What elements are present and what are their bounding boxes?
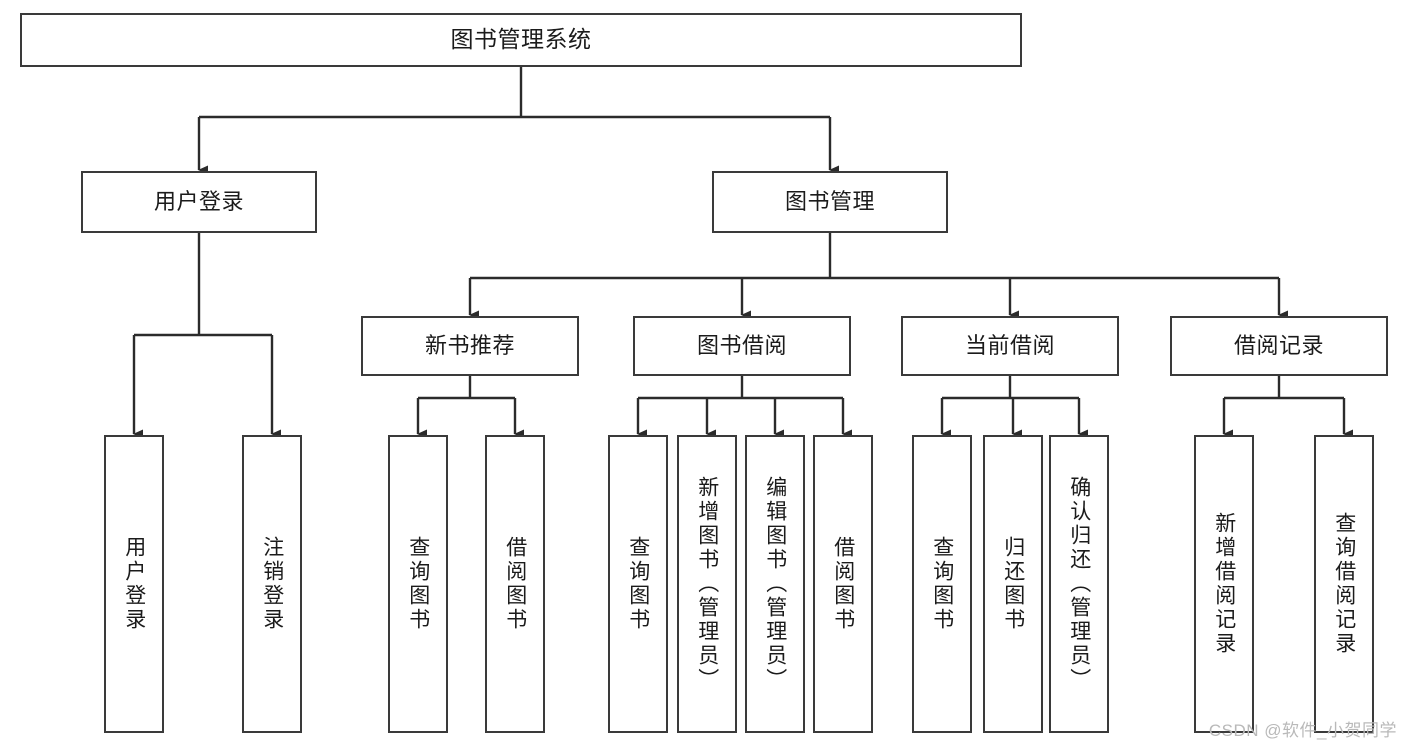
node-label: 查询图书 <box>626 536 650 632</box>
node-label: 新书推荐 <box>424 332 515 358</box>
node-label: 查询图书 <box>406 536 430 632</box>
node-label: 图书管理系统 <box>450 26 592 53</box>
node-leaf13[interactable]: 查询借阅记录 <box>1314 435 1374 733</box>
node-current[interactable]: 当前借阅 <box>901 316 1119 376</box>
node-label: 用户登录 <box>153 188 244 214</box>
node-records[interactable]: 借阅记录 <box>1170 316 1388 376</box>
node-label: 图书借阅 <box>696 332 787 358</box>
node-leaf4[interactable]: 借阅图书 <box>485 435 545 733</box>
node-leaf5[interactable]: 查询图书 <box>608 435 668 733</box>
node-bookmgmt[interactable]: 图书管理 <box>712 171 948 233</box>
node-label: 用户登录 <box>122 536 146 632</box>
node-leaf10[interactable]: 归还图书 <box>983 435 1043 733</box>
node-label: 查询借阅记录 <box>1332 512 1356 656</box>
node-leaf3[interactable]: 查询图书 <box>388 435 448 733</box>
node-label: 借阅图书 <box>503 536 527 632</box>
node-label: 当前借阅 <box>964 332 1055 358</box>
node-leaf6[interactable]: 新增图书（管理员） <box>677 435 737 733</box>
node-login[interactable]: 用户登录 <box>81 171 317 233</box>
node-label: 编辑图书（管理员） <box>763 476 787 692</box>
node-leaf1[interactable]: 用户登录 <box>104 435 164 733</box>
watermark-label: CSDN @软件_小贺同学 <box>1208 721 1397 740</box>
node-leaf8[interactable]: 借阅图书 <box>813 435 873 733</box>
node-label: 注销登录 <box>260 536 284 632</box>
node-leaf7[interactable]: 编辑图书（管理员） <box>745 435 805 733</box>
node-leaf12[interactable]: 新增借阅记录 <box>1194 435 1254 733</box>
node-label: 查询图书 <box>930 536 954 632</box>
node-leaf9[interactable]: 查询图书 <box>912 435 972 733</box>
node-label: 图书管理 <box>784 188 875 214</box>
node-leaf11[interactable]: 确认归还（管理员） <box>1049 435 1109 733</box>
node-leaf2[interactable]: 注销登录 <box>242 435 302 733</box>
node-label: 借阅图书 <box>831 536 855 632</box>
node-label: 新增图书（管理员） <box>695 476 719 692</box>
node-label: 归还图书 <box>1001 536 1025 632</box>
node-label: 新增借阅记录 <box>1212 512 1236 656</box>
node-label: 借阅记录 <box>1233 332 1324 358</box>
node-borrow[interactable]: 图书借阅 <box>633 316 851 376</box>
node-label: 确认归还（管理员） <box>1067 476 1091 692</box>
node-root[interactable]: 图书管理系统 <box>20 13 1022 67</box>
node-newbook[interactable]: 新书推荐 <box>361 316 579 376</box>
edges <box>132 67 1353 439</box>
